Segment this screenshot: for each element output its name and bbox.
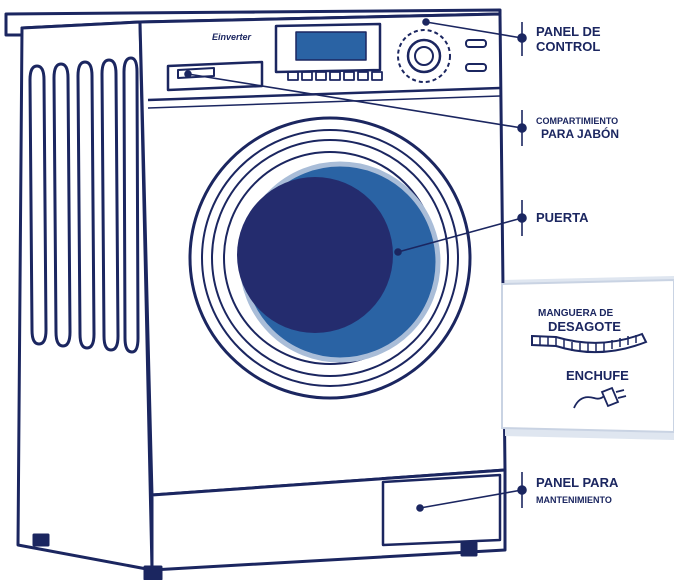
hose-label-line1: MANGUERA DE (538, 308, 614, 319)
drum-interior (237, 177, 393, 333)
hose-label-line2: DESAGOTE (548, 319, 621, 334)
label-door: PUERTA (536, 210, 589, 225)
label-detergent-line2: PARA JABÓN (541, 126, 619, 141)
display-screen (296, 32, 366, 60)
washing-machine (6, 10, 505, 579)
leader-dot (185, 71, 191, 77)
brand-logo: Einverter (212, 32, 252, 42)
label-control-panel-line1: PANEL DE (536, 24, 601, 39)
label-maintenance-line2: MANTENIMIENTO (536, 495, 612, 505)
leader-dot (395, 249, 401, 255)
machine-side-panel (18, 22, 152, 570)
machine-foot (34, 535, 48, 545)
label-maintenance-line1: PANEL PARA (536, 475, 619, 490)
label-control-panel-line2: CONTROL (536, 39, 600, 54)
leader-dot (423, 19, 429, 25)
accessories-box: MANGUERA DE DESAGOTE ENCHUFE (502, 276, 674, 440)
machine-foot (462, 543, 476, 555)
plug-label: ENCHUFE (566, 368, 629, 383)
machine-foot (145, 567, 161, 579)
label-detergent-line1: COMPARTIMIENTO (536, 116, 618, 126)
accessories-box-frame (502, 280, 674, 432)
leader-dot (417, 505, 423, 511)
